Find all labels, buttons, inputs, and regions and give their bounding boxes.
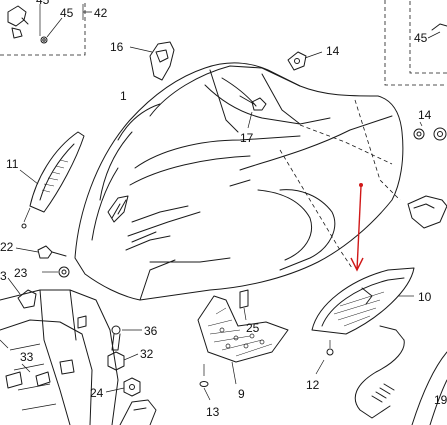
- label-45: 45: [60, 6, 74, 20]
- part-45-42-fasteners: [7, 4, 92, 44]
- part-25-clip: [239, 289, 249, 321]
- part-3-bracket: [7, 277, 37, 309]
- label-33: 33: [20, 350, 34, 364]
- part-14-grommet: [413, 121, 447, 141]
- part-23-nut: [42, 266, 70, 278]
- part-22-bolt: [15, 245, 67, 259]
- stay-rod-lower: [119, 399, 157, 425]
- part-36-screw: [111, 325, 142, 351]
- label-32: 32: [140, 347, 154, 361]
- detail-box-top-right: [384, 0, 447, 86]
- part-12-grommet: [315, 359, 325, 375]
- label-13: 13: [206, 405, 220, 419]
- label-25: 25: [246, 321, 260, 335]
- label-11: 11: [6, 157, 19, 171]
- label-12: 12: [306, 378, 320, 392]
- label-24: 24: [90, 386, 104, 400]
- label-42: 42: [94, 6, 108, 20]
- label-1: 1: [120, 89, 127, 103]
- side-bracket-right: [407, 195, 447, 229]
- label-14-right: 14: [418, 108, 432, 122]
- label-9: 9: [238, 387, 245, 401]
- label-3: 3: [0, 269, 7, 283]
- cable-lower-right: [354, 325, 447, 425]
- detail-box-top-left: [0, 0, 86, 56]
- part-11-vent: [19, 131, 85, 229]
- part-16-bracket: [129, 41, 175, 81]
- label-22: 22: [0, 240, 14, 254]
- label-14-top: 14: [326, 44, 340, 58]
- part-9-lower-vent: [197, 295, 289, 385]
- label-17: 17: [240, 131, 254, 145]
- part-32-nut: [107, 351, 139, 371]
- part-17-bolt: [239, 95, 267, 129]
- part-45-right: [427, 23, 447, 39]
- label-19: 19: [434, 393, 447, 407]
- highlight-arrow: [350, 183, 364, 272]
- part-13-grommet: [199, 364, 211, 401]
- part-33-lower-frame: [0, 289, 119, 425]
- label-10: 10: [418, 290, 432, 304]
- label-23: 23: [14, 266, 28, 280]
- part-10-side-vent: [311, 267, 415, 356]
- label-45-top: 45: [36, 0, 50, 7]
- part-14-clip: [287, 51, 323, 71]
- label-16: 16: [110, 40, 124, 54]
- label-45-right: 45: [414, 31, 428, 45]
- part-1-front-cowl: [74, 62, 404, 301]
- label-36: 36: [144, 324, 158, 338]
- part-24-nut: [105, 377, 141, 397]
